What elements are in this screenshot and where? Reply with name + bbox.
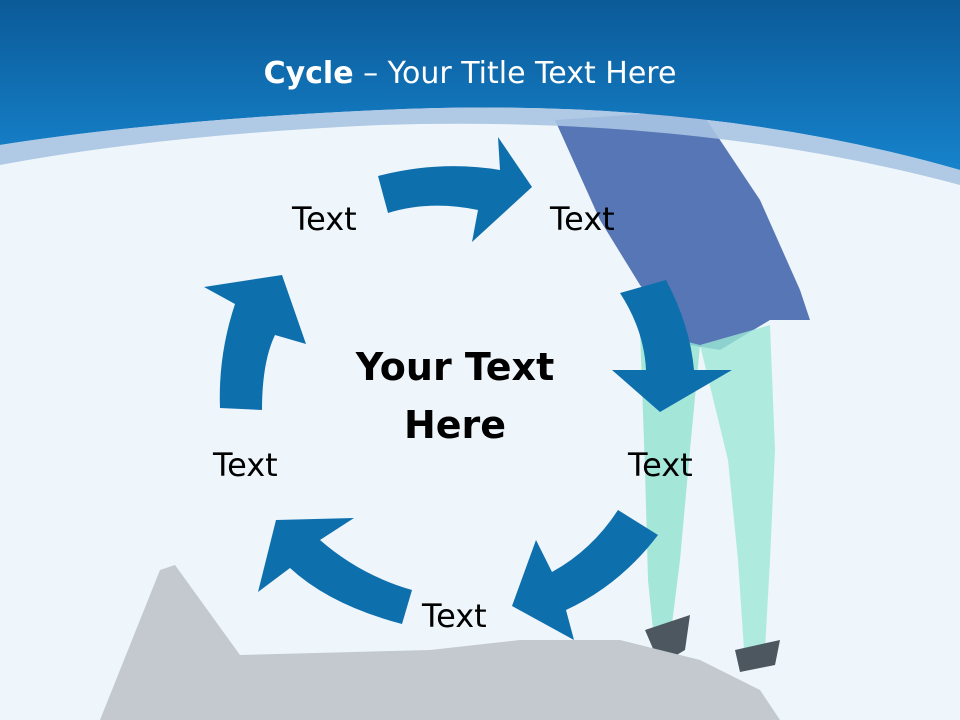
ground-shadow [100, 565, 780, 720]
top-banner [0, 0, 960, 170]
cycle-arrow-5 [204, 275, 306, 410]
slide-title: Cycle – Your Title Text Here [0, 56, 940, 91]
cycle-arrow-4 [258, 518, 412, 624]
center-text: Your Text Here [320, 338, 590, 454]
title-rest: – Your Title Text Here [353, 56, 677, 91]
cycle-arrow-2 [612, 280, 732, 412]
cycle-arrow-1 [378, 137, 532, 242]
cycle-label-bottom: Text [422, 597, 487, 635]
title-bold: Cycle [263, 56, 354, 91]
cycle-arrows [204, 137, 732, 640]
cycle-label-top-right: Text [550, 200, 615, 238]
center-text-line-1: Your Text [355, 345, 555, 389]
cycle-label-right: Text [628, 446, 693, 484]
center-text-line-2: Here [403, 403, 507, 447]
figure-illustration [555, 110, 810, 672]
cycle-label-top-left: Text [292, 200, 357, 238]
cycle-arrow-3 [512, 510, 658, 640]
cycle-label-left: Text [213, 446, 278, 484]
